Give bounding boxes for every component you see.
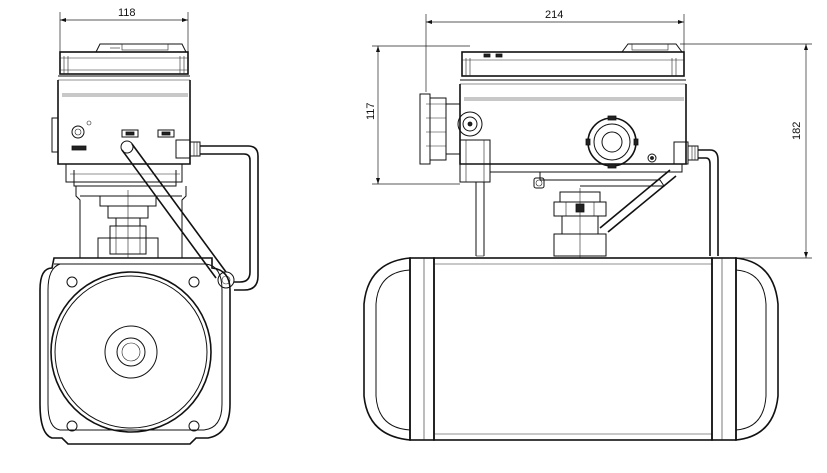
dimension-label-182: 182	[791, 122, 803, 140]
dimension-label-117: 117	[365, 102, 377, 120]
dimension-side-width: 214	[425, 9, 685, 92]
dimension-side-height-body: 117	[365, 45, 470, 185]
front-view: 118	[39, 7, 259, 445]
dimension-front-width: 118	[59, 7, 189, 58]
dimension-side-height-total: 182	[680, 43, 812, 259]
side-view: 214 117 182	[363, 9, 812, 441]
dimension-label-214: 214	[545, 9, 563, 21]
dimension-label-118: 118	[118, 7, 136, 19]
